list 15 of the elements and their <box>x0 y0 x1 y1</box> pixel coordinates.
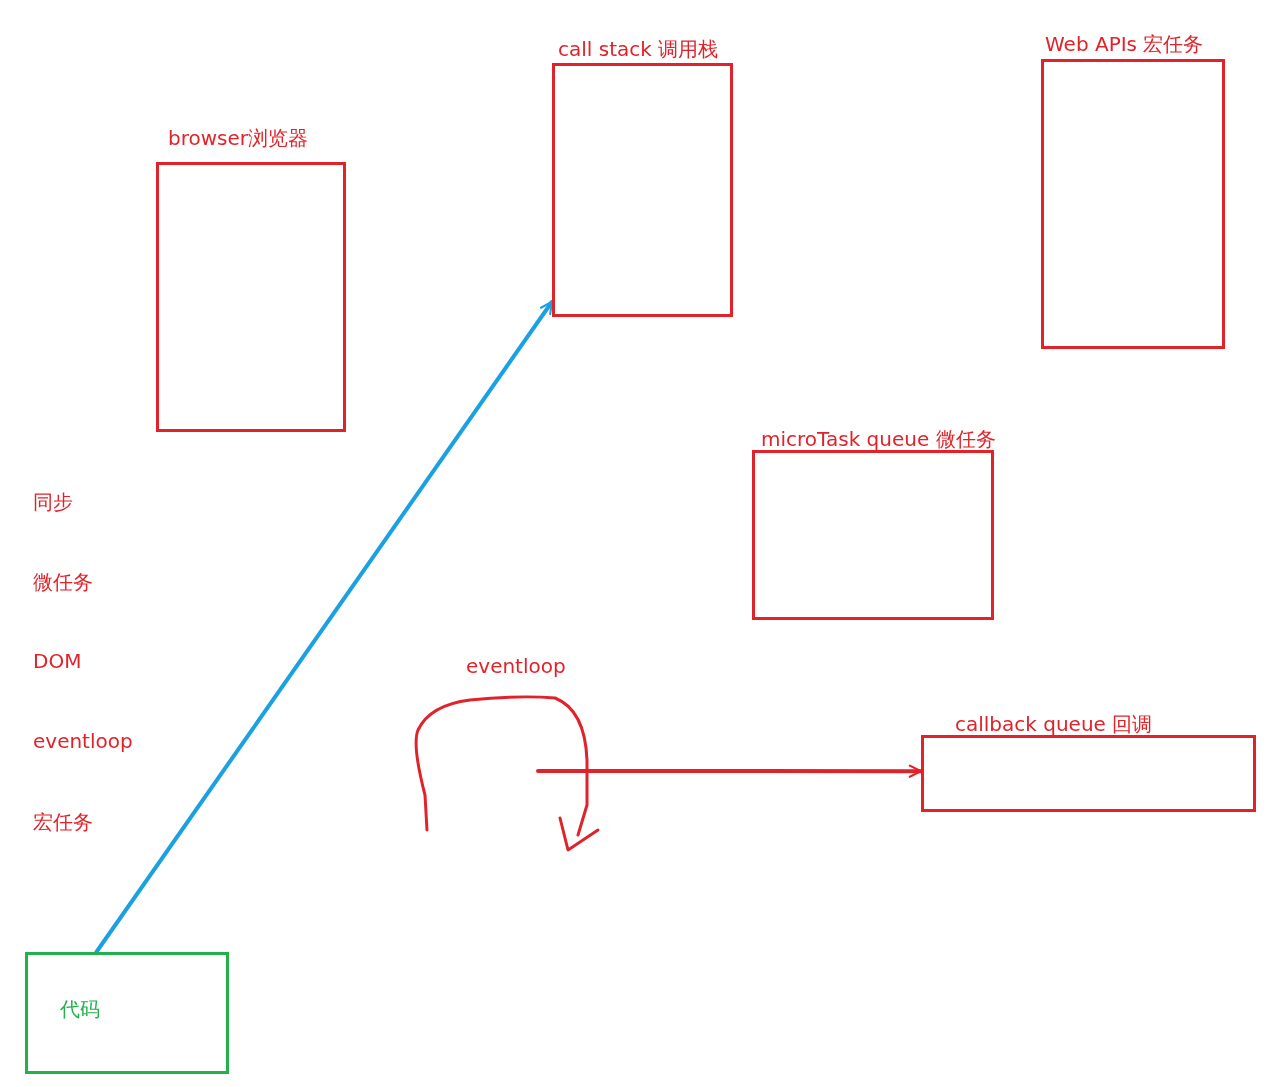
note-text: DOM <box>33 649 82 673</box>
box-heading: callback queue 回调 <box>955 711 1153 738</box>
box-heading: Web APIs 宏任务 <box>1045 31 1204 58</box>
arrow <box>94 299 554 954</box>
note-text: eventloop <box>466 654 566 678</box>
box-heading: browser浏览器 <box>168 125 309 152</box>
box-text: 代码 <box>60 996 100 1023</box>
note-text: 宏任务 <box>33 809 93 836</box>
arrow <box>536 764 923 778</box>
note-text: 同步 <box>33 489 73 516</box>
frame-box <box>25 952 229 1074</box>
note-text: 微任务 <box>33 569 93 596</box>
box-heading: microTask queue 微任务 <box>761 426 996 453</box>
box-heading: call stack 调用栈 <box>558 36 719 63</box>
note-text: eventloop <box>33 729 133 753</box>
